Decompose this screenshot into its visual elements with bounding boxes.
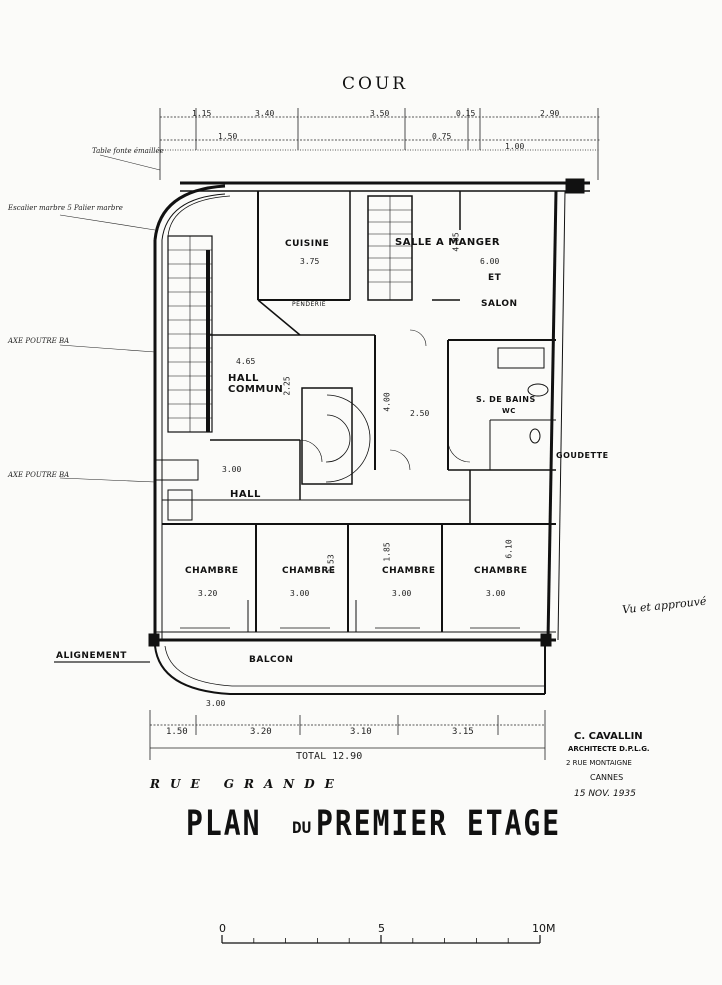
room-goudette: GOUDETTE xyxy=(556,451,609,460)
courtyard-label: COUR xyxy=(342,74,409,94)
dim-bottom-2: 3.20 xyxy=(250,727,272,737)
note-table-fonte: Table fonte émaillée xyxy=(92,147,164,155)
dim-chambre-2: 3.00 xyxy=(290,589,310,598)
room-salon: SALON xyxy=(481,299,518,309)
dim-chambre-3: 3.00 xyxy=(392,589,412,598)
dim-dgt: 4.00 xyxy=(382,392,392,412)
dim-dgt-width: 2.50 xyxy=(410,409,430,418)
dim-chambre-1: 3.20 xyxy=(198,589,218,598)
interior-walls xyxy=(155,191,556,632)
room-wc: WC xyxy=(502,407,516,415)
scale-bar-label: 10M xyxy=(532,922,556,935)
dim-top-5: 2.90 xyxy=(540,109,560,118)
note-axe-poutre-2: AXE POUTRE BA xyxy=(8,471,70,479)
title-premier-etage: PREMIER ETAGE xyxy=(316,802,562,844)
total-dimension: TOTAL 12.90 xyxy=(296,751,363,762)
room-balcon: BALCON xyxy=(249,655,294,665)
dim-chambre-4-depth: 6.10 xyxy=(504,539,514,559)
room-chambre-3: CHAMBRE xyxy=(382,566,436,576)
dim-hall-commun: 4.65 xyxy=(236,357,256,366)
bottom-dimension-lines xyxy=(54,661,546,760)
dim-top-2: 3.40 xyxy=(255,109,275,118)
balcony-outline xyxy=(154,645,546,695)
scale-bar-label: 5 xyxy=(378,922,385,935)
room-penderie: PENDERIE xyxy=(292,301,327,308)
room-salle-de-bains: S. DE BAINS xyxy=(476,395,536,404)
room-chambre-2: CHAMBRE xyxy=(282,566,336,576)
alignment-label: ALIGNEMENT xyxy=(56,651,127,661)
room-chambre-1: CHAMBRE xyxy=(185,566,239,576)
dim-chambre-2-depth: 3.53 xyxy=(326,554,336,574)
dim-second-3: 1.00 xyxy=(505,142,525,151)
room-hall-commun: HALL COMMUN xyxy=(228,373,284,395)
dim-salle-depth: 4.85 xyxy=(451,232,461,252)
dim-second-1: 1.50 xyxy=(218,132,238,141)
title-du: DU xyxy=(292,818,312,837)
room-cuisine: CUISINE xyxy=(285,239,330,249)
scale-bar xyxy=(221,935,541,944)
architect-city: CANNES xyxy=(590,773,624,782)
exterior-walls xyxy=(148,178,590,647)
dim-hall-w: 3.00 xyxy=(222,465,242,474)
dim-bottom-3: 3.10 xyxy=(350,727,372,737)
street-label: RUE GRANDE xyxy=(150,777,344,791)
dim-top-3: 3.50 xyxy=(370,109,390,118)
scale-bar-label: 0 xyxy=(219,922,226,935)
dim-top-1: 1.15 xyxy=(192,109,212,118)
dim-chambre-3-depth: 1.85 xyxy=(382,542,392,562)
architect-name: C. CAVALLIN xyxy=(574,731,643,742)
architect-date: 15 NOV. 1935 xyxy=(574,789,636,799)
dim-hall-depth: 2.25 xyxy=(282,376,292,396)
room-salle-a-manger: SALLE A MANGER xyxy=(395,237,501,248)
dim-top-4: 0.15 xyxy=(456,109,476,118)
dim-chambre-4: 3.00 xyxy=(486,589,506,598)
architect-address: 2 RUE MONTAIGNE xyxy=(566,759,632,767)
note-escalier: Escalier marbre 5 Palier marbre xyxy=(8,204,123,212)
architect-title: ARCHITECTE D.P.L.G. xyxy=(568,745,650,753)
top-dimension-lines xyxy=(159,108,600,180)
dim-cuisine: 3.75 xyxy=(300,257,320,266)
dim-bottom-4: 3.15 xyxy=(452,727,474,737)
room-et: ET xyxy=(488,273,502,283)
note-axe-poutre-1: AXE POUTRE BA xyxy=(8,337,70,345)
dim-bottom-1: 1.50 xyxy=(166,727,188,737)
room-hall: HALL xyxy=(230,489,261,500)
dim-salle: 6.00 xyxy=(480,257,500,266)
leader-lines xyxy=(59,154,161,483)
dim-second-2: 0.75 xyxy=(432,132,452,141)
room-chambre-4: CHAMBRE xyxy=(474,566,528,576)
title-plan: PLAN xyxy=(186,802,262,844)
dim-balcon: 3.00 xyxy=(206,699,226,708)
